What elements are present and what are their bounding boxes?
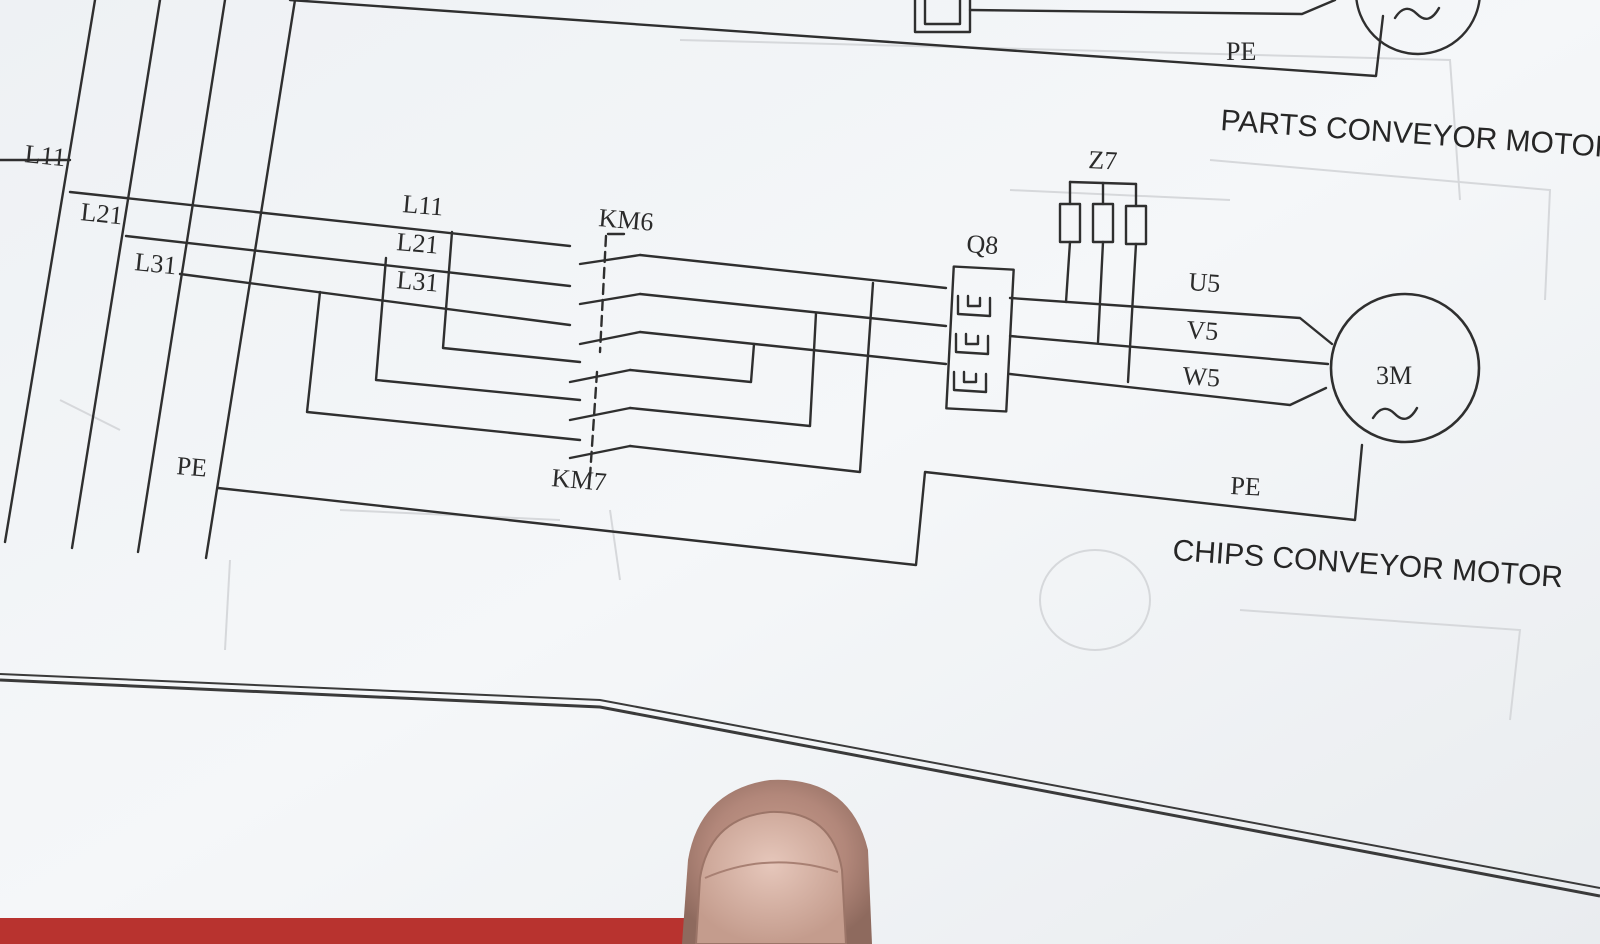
reversing-branches <box>305 230 582 442</box>
km7-label: KM7 <box>550 463 607 497</box>
bus-bars <box>3 0 297 560</box>
bus-label-l31: L31 <box>133 247 178 280</box>
thumb <box>682 779 872 944</box>
motor-leads <box>1008 296 1334 407</box>
branch-label-l31: L31 <box>395 265 439 298</box>
km6-contacts <box>578 232 642 354</box>
phase-label-u5: U5 <box>1188 267 1222 298</box>
motor-pe-label: PE <box>1230 471 1262 502</box>
q8-breaker <box>945 265 1015 413</box>
bus-label-pe: PE <box>175 451 208 483</box>
z7-label: Z7 <box>1088 145 1118 175</box>
km7-contacts <box>568 368 632 478</box>
upper-circuit <box>288 0 1481 78</box>
contactor-outputs <box>628 253 948 474</box>
phase-label-w5: W5 <box>1182 361 1221 393</box>
motor-3m <box>1329 292 1481 444</box>
top-pe-label: PE <box>1226 37 1256 66</box>
km6-label: KM6 <box>597 203 654 237</box>
motor-label: 3M <box>1376 361 1412 390</box>
table-edge <box>0 918 820 944</box>
z7-suppressor <box>1058 180 1148 384</box>
bus-label-l11: L11 <box>23 139 67 172</box>
sheet-border <box>0 673 1600 898</box>
bus-label-l21: L21 <box>79 197 124 230</box>
branch-label-l11: L11 <box>401 189 444 221</box>
bleed-through <box>59 39 1552 721</box>
phase-label-v5: V5 <box>1186 315 1220 346</box>
feeder-wires <box>0 158 1364 567</box>
branch-label-l21: L21 <box>395 227 439 260</box>
q8-label: Q8 <box>966 229 1000 260</box>
